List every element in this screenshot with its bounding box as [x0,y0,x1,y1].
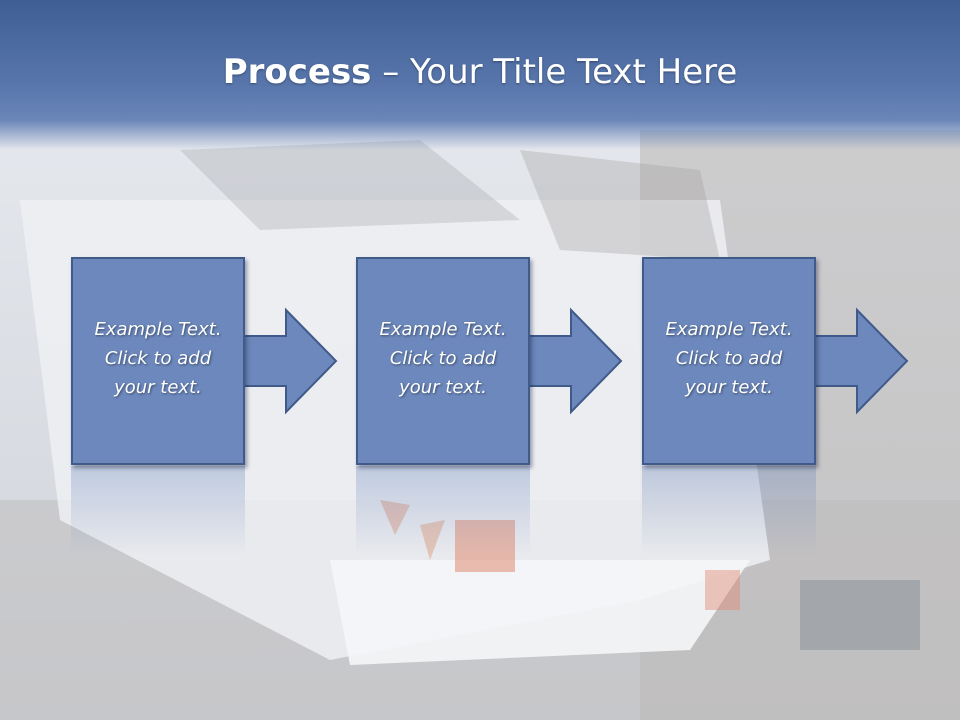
step-text-line: Example Text. [379,319,507,340]
arrow-right-icon [812,307,909,415]
step-text-line: Click to add [675,348,783,369]
process-step-3[interactable]: Example Text. Click to add your text. [642,257,816,465]
step-text-line: Click to add [104,348,212,369]
step-2-reflection [356,466,530,556]
step-text[interactable]: Example Text. Click to add your text. [644,315,814,402]
step-text-line: Click to add [389,348,497,369]
process-step-2[interactable]: Example Text. Click to add your text. [356,257,530,465]
step-text-line: Example Text. [94,319,222,340]
process-step-1[interactable]: Example Text. Click to add your text. [71,257,245,465]
step-text[interactable]: Example Text. Click to add your text. [73,315,243,402]
step-text-line: Example Text. [665,319,793,340]
arrow-right-icon [241,307,338,415]
step-text-line: your text. [685,377,773,398]
arrow-right-icon [526,307,623,415]
step-1-reflection [71,466,245,556]
title-rest-part: – Your Title Text Here [371,52,738,92]
step-text-line: your text. [114,377,202,398]
step-3-reflection [642,466,816,556]
title-bold-part: Process [222,52,372,92]
title-banner [0,0,960,150]
step-text[interactable]: Example Text. Click to add your text. [358,315,528,402]
slide-title[interactable]: Process – Your Title Text Here [0,52,960,92]
step-text-line: your text. [399,377,487,398]
